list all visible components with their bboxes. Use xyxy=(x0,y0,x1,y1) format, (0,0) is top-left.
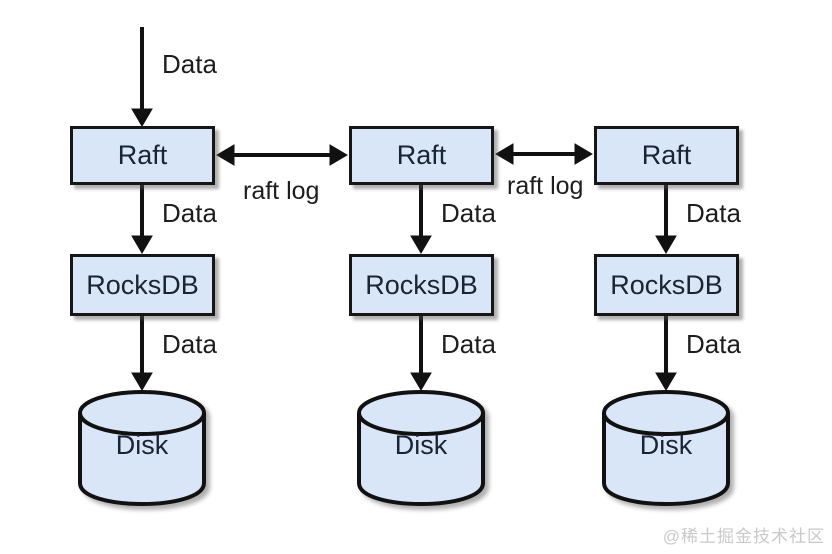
rocksdb-node-1-label: RocksDB xyxy=(86,269,199,300)
label-raft-log-1: raft log xyxy=(243,177,320,205)
watermark: @稀土掘金技术社区 xyxy=(662,527,825,546)
arrow-raft1-raft2-bidirectional xyxy=(216,144,348,166)
raft-node-2-label: Raft xyxy=(396,140,447,170)
arrow-rocksdb1-to-disk1 xyxy=(131,316,153,391)
label-raft-log-2: raft log xyxy=(507,172,584,200)
raft-node-1: Raft xyxy=(70,126,215,185)
disk-node-1-label: Disk xyxy=(115,430,169,460)
raft-node-3-label: Raft xyxy=(641,140,692,170)
raft-node-1-label: Raft xyxy=(117,140,168,170)
label-data-raft2-rocksdb2: Data xyxy=(441,198,496,228)
label-data-input: Data xyxy=(162,49,217,79)
disk-node-2-label: Disk xyxy=(394,430,448,460)
arrow-raft1-to-rocksdb1 xyxy=(131,185,153,254)
disk-cylinder-3 xyxy=(602,390,730,506)
arrow-raft3-to-rocksdb3 xyxy=(655,185,677,254)
rocksdb-node-1: RocksDB xyxy=(70,254,215,316)
arrow-raft2-raft3-bidirectional xyxy=(495,143,593,165)
label-data-raft3-rocksdb3: Data xyxy=(686,198,741,228)
rocksdb-node-3: RocksDB xyxy=(594,254,739,316)
label-data-rocksdb2-disk2: Data xyxy=(441,329,496,359)
arrow-rocksdb2-to-disk2 xyxy=(410,316,432,391)
arrow-raft2-to-rocksdb2 xyxy=(410,185,432,254)
label-data-raft1-rocksdb1: Data xyxy=(162,198,217,228)
raft-node-3: Raft xyxy=(594,126,739,185)
arrow-data-in xyxy=(131,27,153,127)
raft-node-2: Raft xyxy=(349,126,494,185)
disk-cylinder-2 xyxy=(357,390,485,506)
rocksdb-node-2: RocksDB xyxy=(349,254,494,316)
rocksdb-node-3-label: RocksDB xyxy=(610,269,723,300)
label-data-rocksdb3-disk3: Data xyxy=(686,329,741,359)
disk-cylinder-1 xyxy=(78,390,206,506)
label-data-rocksdb1-disk1: Data xyxy=(162,329,217,359)
rocksdb-node-2-label: RocksDB xyxy=(365,269,478,300)
disk-node-3-label: Disk xyxy=(639,430,693,460)
arrow-rocksdb3-to-disk3 xyxy=(655,316,677,391)
